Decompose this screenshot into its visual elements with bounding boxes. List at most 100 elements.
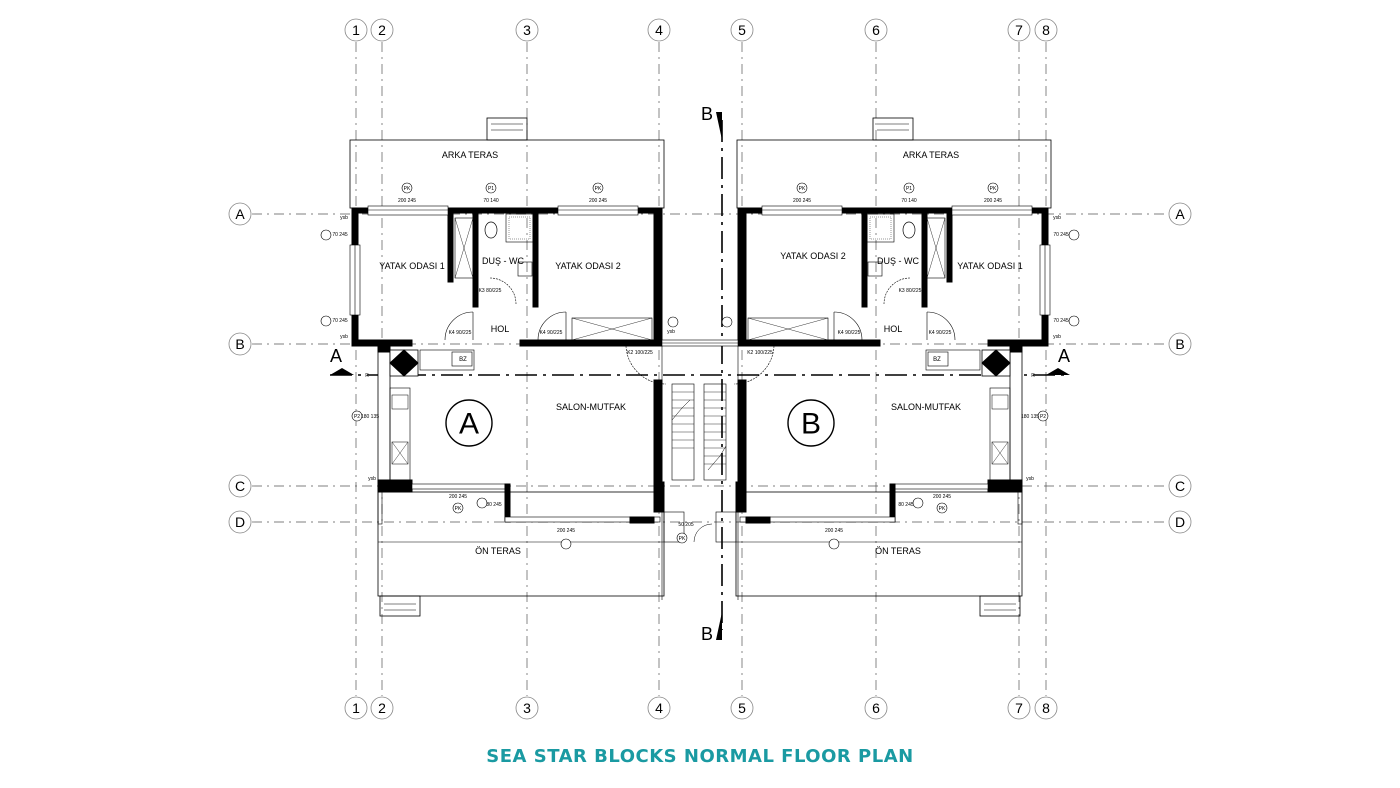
room-label-dus-wc-a: DUŞ - WC bbox=[482, 256, 524, 266]
win-label-wc-b: 70 140 bbox=[901, 198, 917, 204]
tag-p2-2: P2 bbox=[1040, 414, 1046, 420]
tag-pk-4: PK bbox=[990, 186, 997, 192]
win-label-kitchen-b: 180 135 bbox=[1021, 414, 1039, 420]
grid-col-label-top-6: 6 bbox=[872, 22, 880, 38]
section-label-a-left: A bbox=[330, 346, 342, 366]
grid-row-label-right-a: A bbox=[1175, 206, 1185, 222]
grid-col-label-top-1: 1 bbox=[352, 22, 360, 38]
win-label-side-b1: 70 245 bbox=[1053, 232, 1069, 238]
ysb-label-3: ysb bbox=[368, 476, 376, 482]
ysb-label-1: ysb bbox=[340, 215, 348, 221]
grid-col-label-bottom-5: 5 bbox=[738, 700, 746, 716]
grid-bubbles-bottom bbox=[344, 696, 1058, 720]
room-label-dus-wc-b: DUŞ - WC bbox=[877, 256, 919, 266]
ysb-label-2: ysb bbox=[340, 334, 348, 340]
room-label-yatak-2-a: YATAK ODASI 2 bbox=[555, 261, 621, 271]
room-label-on-teras-b: ÖN TERAS bbox=[875, 546, 921, 556]
ysb-label-6: ysb bbox=[1026, 476, 1034, 482]
ysb-label-4: ysb bbox=[1053, 215, 1061, 221]
win-label-top-b1: 200 245 bbox=[793, 198, 811, 204]
win-label-front-b1: 200 245 bbox=[933, 494, 951, 500]
grid-col-label-bottom-8: 8 bbox=[1042, 700, 1050, 716]
tag-p1-2: P1 bbox=[906, 186, 912, 192]
win-label-front-a2: 200 245 bbox=[557, 528, 575, 534]
tag-pk-2: PK bbox=[595, 186, 602, 192]
ysb-label-7: ysb bbox=[667, 329, 675, 335]
door-label-k4-a2: K4 90/225 bbox=[540, 330, 563, 336]
room-label-salon-mutfak-a: SALON-MUTFAK bbox=[556, 402, 626, 412]
grid-col-label-bottom-4: 4 bbox=[655, 700, 663, 716]
win-label-top-a1: 200 245 bbox=[398, 198, 416, 204]
win-label-front-a1: 200 245 bbox=[449, 494, 467, 500]
grid-row-label-left-d: D bbox=[235, 514, 245, 530]
grid-col-label-bottom-1: 1 bbox=[352, 700, 360, 716]
unit-label-a: A bbox=[459, 408, 479, 441]
win-label-side-b2: 70 245 bbox=[1053, 318, 1069, 324]
unit-a-walls bbox=[349, 117, 667, 617]
grid-row-label-left-a: A bbox=[235, 206, 245, 222]
win-label-kitchen-a: 180 135 bbox=[361, 414, 379, 420]
section-label-b-bottom: B bbox=[701, 624, 713, 644]
win-label-center: 50 205 bbox=[678, 522, 694, 528]
section-line-vertical bbox=[716, 112, 723, 640]
win-label-top-b2: 200 245 bbox=[984, 198, 1002, 204]
win-label-small-b: 80 245 bbox=[898, 502, 914, 508]
section-label-b-top: B bbox=[701, 104, 713, 124]
win-label-top-a2: 200 245 bbox=[589, 198, 607, 204]
room-label-hol-a: HOL bbox=[491, 324, 510, 334]
ysb-label-5: ysb bbox=[1053, 334, 1061, 340]
room-label-on-teras-a: ÖN TERAS bbox=[475, 546, 521, 556]
win-label-wc-a: 70 140 bbox=[483, 198, 499, 204]
grid-col-label-top-2: 2 bbox=[378, 22, 386, 38]
win-label-front-b2: 200 245 bbox=[825, 528, 843, 534]
unit-b-walls bbox=[733, 117, 1052, 617]
room-label-hol-b: HOL bbox=[884, 324, 903, 334]
win-label-small-a: 80 245 bbox=[486, 502, 502, 508]
room-label-arka-teras-b: ARKA TERAS bbox=[903, 150, 959, 160]
door-label-k4-b1: K4 90/225 bbox=[838, 330, 861, 336]
page-title: SEA STAR BLOCKS NORMAL FLOOR PLAN bbox=[486, 746, 914, 767]
grid-col-label-bottom-2: 2 bbox=[378, 700, 386, 716]
room-label-salon-mutfak-b: SALON-MUTFAK bbox=[891, 402, 961, 412]
room-label-bz-a: BZ bbox=[459, 357, 467, 363]
room-label-yatak-2-b: YATAK ODASI 2 bbox=[780, 251, 846, 261]
room-label-arka-teras-a: ARKA TERAS bbox=[442, 150, 498, 160]
door-label-k4-b2: K4 90/225 bbox=[929, 330, 952, 336]
tag-pk-5: PK bbox=[455, 506, 462, 512]
r-label-left: R bbox=[365, 373, 369, 379]
grid-col-label-top-3: 3 bbox=[523, 22, 531, 38]
unit-markers bbox=[445, 399, 835, 447]
grid-row-label-right-d: D bbox=[1175, 514, 1185, 530]
grid-bubbles-top bbox=[344, 18, 1058, 42]
grid-col-label-top-8: 8 bbox=[1042, 22, 1050, 38]
tag-pk-3: PK bbox=[799, 186, 806, 192]
grid-row-label-right-b: B bbox=[1175, 336, 1184, 352]
window-tags bbox=[320, 182, 1080, 550]
tag-p2-1: P2 bbox=[354, 414, 360, 420]
central-staircase bbox=[661, 339, 739, 600]
win-label-side-a1: 70 245 bbox=[332, 232, 348, 238]
tag-pk-7: PK bbox=[679, 536, 686, 542]
grid-col-label-bottom-6: 6 bbox=[872, 700, 880, 716]
room-label-yatak-1-b: YATAK ODASI 1 bbox=[957, 261, 1023, 271]
win-label-side-a2: 70 245 bbox=[332, 318, 348, 324]
tag-pk-1: PK bbox=[404, 186, 411, 192]
r-label-right: R bbox=[1031, 373, 1035, 379]
grid-bubbles-rows bbox=[228, 202, 1192, 534]
section-label-a-right: A bbox=[1058, 346, 1070, 366]
grid-col-label-bottom-3: 3 bbox=[523, 700, 531, 716]
tag-pk-6: PK bbox=[939, 506, 946, 512]
grid-col-label-bottom-7: 7 bbox=[1015, 700, 1023, 716]
grid-row-label-right-c: C bbox=[1175, 478, 1185, 494]
door-label-k3-a: K3 80/225 bbox=[479, 288, 502, 294]
grid-col-label-top-5: 5 bbox=[738, 22, 746, 38]
grid-row-label-left-c: C bbox=[235, 478, 245, 494]
door-label-k2-a: K2 100/225 bbox=[627, 350, 653, 356]
door-label-k2-b: K2 100/225 bbox=[747, 350, 773, 356]
section-line-horizontal bbox=[330, 368, 1070, 376]
door-label-k4-a1: K4 90/225 bbox=[449, 330, 472, 336]
grid-col-label-top-7: 7 bbox=[1015, 22, 1023, 38]
tag-p1-1: P1 bbox=[488, 186, 494, 192]
room-label-bz-b: BZ bbox=[933, 357, 941, 363]
